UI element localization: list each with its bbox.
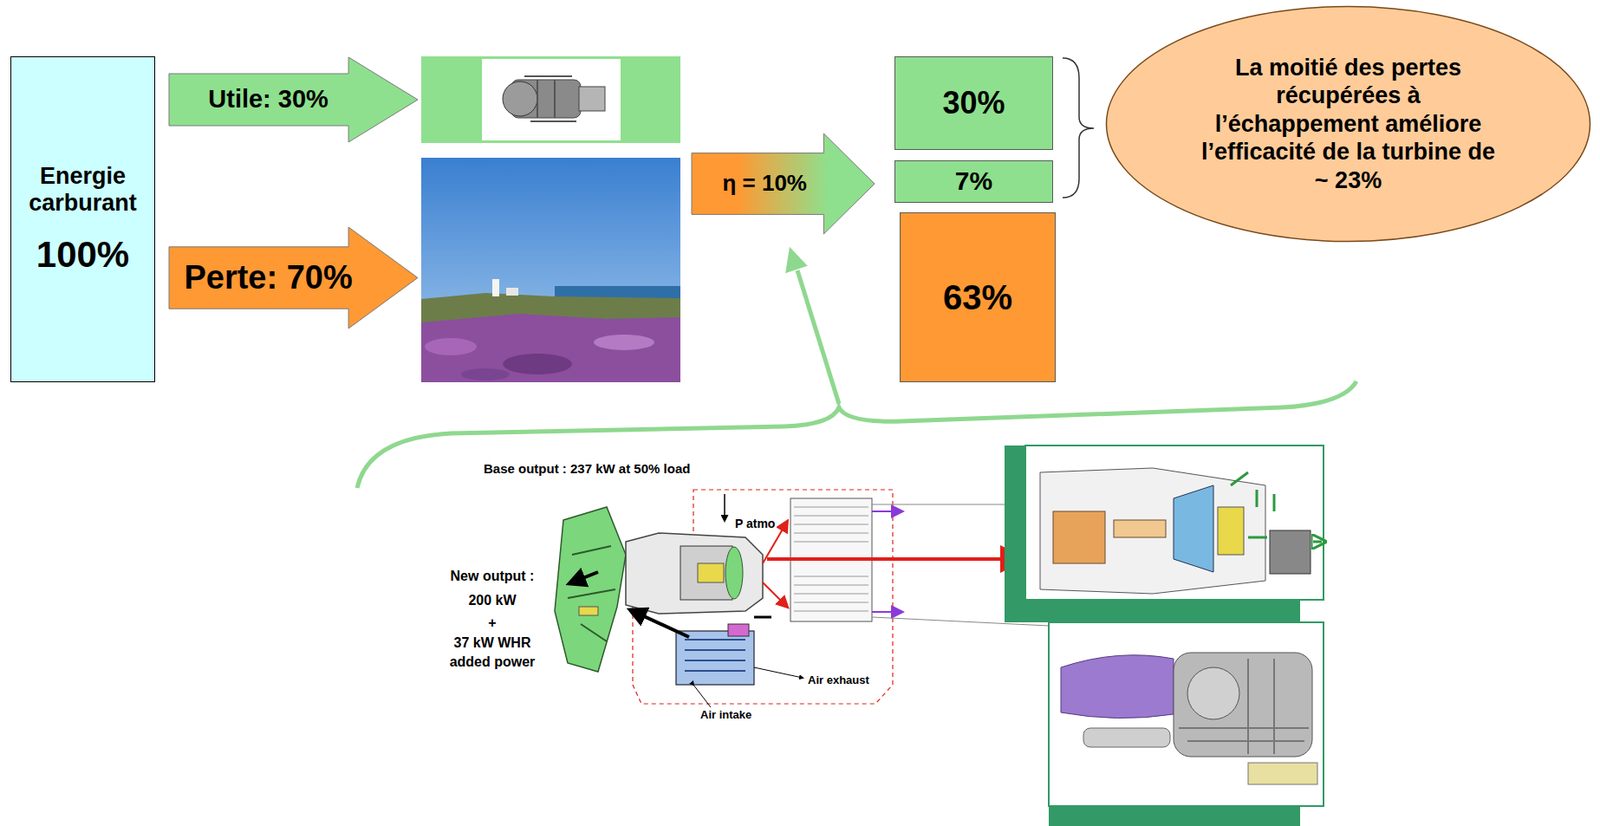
photo-lighthouse (492, 279, 500, 297)
node-text: Perte: 70% (183, 259, 352, 298)
photo-heather (461, 368, 510, 381)
leader-line (754, 667, 803, 678)
gearbox-detail (567, 546, 616, 642)
green-arrow-shaft (797, 270, 840, 404)
efficiency-arrow: η = 10% (690, 132, 876, 235)
node-text: 63% (943, 277, 1013, 318)
useful-share-box: 30% (894, 56, 1054, 150)
engine-ring (725, 546, 743, 599)
gearbox (554, 507, 626, 672)
arrow-shape (169, 227, 418, 329)
photo-heather (502, 353, 573, 375)
exhaust-arrow (767, 557, 1022, 561)
engine-exhaust (578, 86, 605, 111)
render-detail (1178, 658, 1309, 755)
whr-detail (684, 639, 746, 671)
cutaway-turbine (1173, 485, 1214, 573)
engine-pipes (524, 76, 577, 122)
node-text: η = 10% (721, 170, 807, 197)
ellipse-shape (1106, 6, 1591, 242)
gearbox-part (578, 606, 599, 616)
node-text: Utile: 30% (208, 84, 329, 114)
leader-line (693, 684, 711, 708)
text-holder: Utile: 30% (168, 56, 369, 144)
arrow-shape (169, 57, 418, 143)
cutaway-gear (1053, 511, 1106, 564)
whr-part (728, 624, 749, 637)
render-frame (1048, 622, 1324, 807)
annotation-label: P atmo (733, 516, 777, 531)
annotation-label: added power (448, 654, 538, 670)
render-base (1248, 762, 1318, 785)
node-text: 30% (942, 84, 1005, 121)
photo-heather (424, 338, 477, 356)
loss-arrow: Perte: 70% (168, 226, 419, 330)
recovered-share-box: 7% (894, 160, 1054, 203)
annotation-label: 37 kW WHR (452, 635, 534, 651)
photo-house (506, 287, 519, 296)
engine-intake (502, 81, 538, 117)
bracket (1062, 58, 1094, 198)
loss-share-box: 63% (899, 212, 1056, 383)
energy-box: Energie carburant 100% (10, 56, 156, 383)
note-ellipse: La moitié des pertes récupérées à l’écha… (1105, 5, 1592, 243)
cutaway-housing (1040, 468, 1266, 594)
cutaway-part (1217, 507, 1244, 555)
node-text: Energie carburant (16, 162, 150, 217)
power-arrow (572, 572, 599, 583)
arrow-shape (691, 133, 875, 235)
whr-unit (676, 630, 755, 685)
text-holder: η = 10% (690, 132, 839, 235)
text-holder: Energie carburant 100% (11, 57, 155, 382)
power-arrow (632, 611, 690, 638)
render-mount (1083, 728, 1171, 748)
node-text: 7% (955, 166, 993, 197)
inlet-arrow (723, 494, 726, 521)
photo-heather (421, 313, 681, 383)
useful-arrow: Utile: 30% (168, 56, 419, 144)
node-text: La moitié des pertes récupérées à l’écha… (1201, 53, 1496, 195)
text-holder: 30% (895, 57, 1053, 150)
annotation-label: 200 kW (466, 592, 518, 609)
render-duct (1060, 655, 1174, 719)
engine-picture-frame (421, 56, 681, 144)
cold-air-arrow (871, 510, 902, 513)
annotation-label: New output : (448, 568, 537, 585)
annotation-label: Base output : 237 kW at 50% load (481, 461, 692, 476)
node-text: 100% (36, 234, 130, 276)
photo-sky (421, 157, 681, 383)
text-holder: 63% (900, 213, 1055, 382)
cutaway-exchanger (1269, 530, 1311, 574)
photo-heather (593, 334, 655, 351)
render-engine-part (1187, 667, 1240, 720)
engine-core (680, 546, 733, 600)
render-engine (1173, 652, 1313, 757)
engine-picture-ground (481, 58, 621, 141)
photo-sea (554, 286, 681, 299)
engine-part (697, 563, 724, 583)
photo-ground (421, 292, 681, 383)
annotation-label: Air intake (698, 708, 754, 722)
cutaway-frame (1025, 445, 1324, 600)
annotation-label: Air exhaust (806, 674, 872, 688)
cutaway-shaft (1113, 520, 1166, 538)
flow-arrow (1230, 472, 1322, 542)
green-arrow-head (786, 249, 806, 272)
whr-link (754, 616, 772, 619)
exhaust-arrow (762, 582, 787, 607)
text-holder: 7% (895, 161, 1053, 202)
engine-housing (625, 533, 763, 614)
text-holder: La moitié des pertes récupérées à l’écha… (1201, 5, 1496, 243)
annotation-label: + (486, 615, 498, 631)
cold-air-arrow (871, 611, 902, 613)
text-holder: Perte: 70% (168, 226, 369, 330)
